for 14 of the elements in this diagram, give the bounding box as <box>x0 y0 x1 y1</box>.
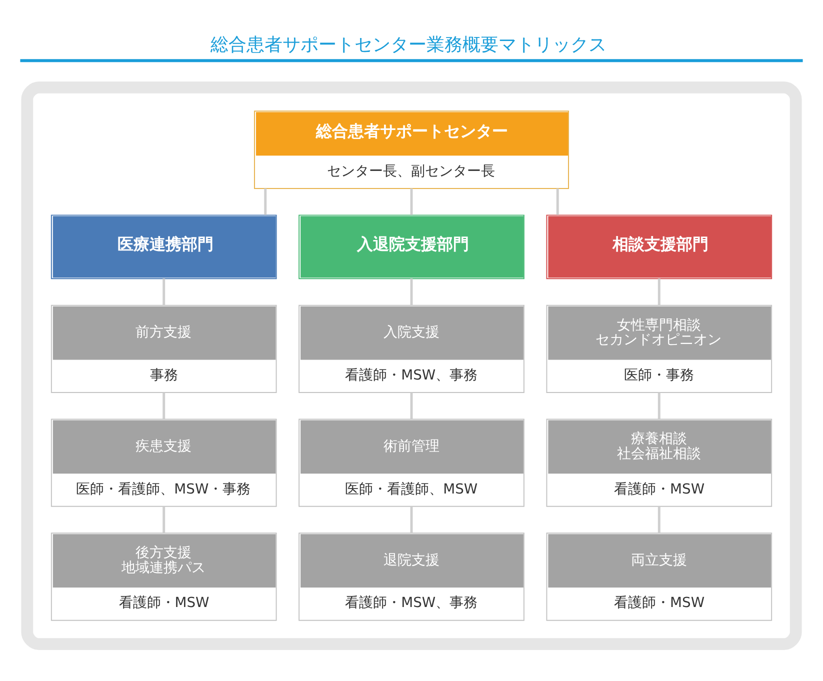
connector <box>410 278 413 306</box>
connector <box>162 278 166 306</box>
connector <box>410 392 413 420</box>
cluster <box>21 81 802 650</box>
connector <box>556 188 559 215</box>
connector <box>162 506 166 533</box>
diagram-title: 総合患者サポートセンター業務概要マトリックス <box>210 34 606 56</box>
connector <box>410 506 413 533</box>
connector <box>410 188 413 215</box>
connector <box>162 392 166 420</box>
connector <box>658 278 660 306</box>
connector <box>658 392 660 420</box>
connector <box>264 188 267 215</box>
connector <box>658 506 660 533</box>
